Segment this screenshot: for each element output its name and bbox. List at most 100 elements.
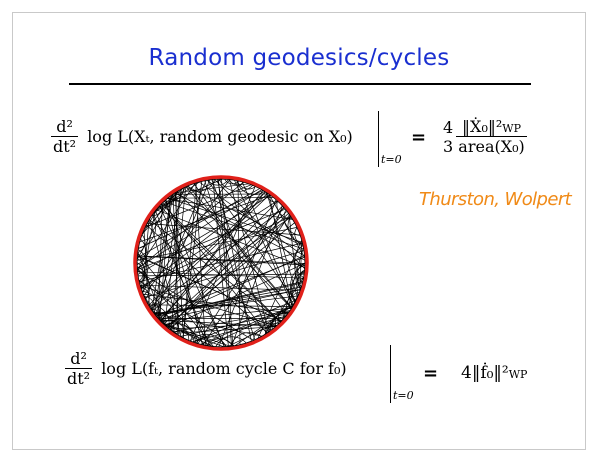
geodesic-chord [163, 201, 305, 250]
geodesic-chord [140, 200, 278, 290]
evaluation-point-2: t=0 [393, 389, 414, 402]
geodesic-chord [266, 192, 298, 298]
boundary-arc [174, 330, 195, 343]
boundary-arc [136, 266, 148, 293]
geodesic-chord [144, 250, 305, 298]
geodesic-chord [136, 181, 244, 270]
geodesic-chord [160, 190, 264, 322]
geodesic-chord [206, 306, 293, 347]
geodesic-chord [189, 186, 256, 342]
attribution-label: Thurston, Wolpert [419, 189, 572, 210]
title-underline [69, 83, 531, 85]
boundary-arc [224, 178, 240, 185]
geodesic-chord [137, 255, 282, 322]
boundary-arc [164, 187, 184, 202]
boundary-arc [173, 187, 185, 195]
geodesic-chord [144, 184, 252, 228]
geodesic-chord [139, 284, 301, 291]
boundary-arc [137, 249, 149, 284]
geodesic-chord [137, 253, 214, 347]
boundary-arc [283, 209, 301, 236]
geodesic-chord [211, 179, 268, 334]
equation-1-lhs: d² dt² log L(Xₜ, random geodesic on X₀) [51, 117, 353, 156]
boundary-arc [161, 320, 190, 341]
boundary-arc [228, 179, 245, 186]
geodesic-chord [198, 181, 306, 257]
slide-title: Random geodesics/cycles [148, 45, 450, 71]
boundary-arc [297, 272, 305, 290]
equation-2-expression: log L(fₜ, random cycle C for f₀) [101, 359, 347, 378]
boundary-arc [287, 216, 303, 244]
boundary-arc [145, 203, 163, 227]
geodesic-chord [140, 216, 292, 287]
slide: Random geodesics/cycles d² dt² log L(Xₜ,… [12, 12, 586, 450]
boundary-arc [265, 320, 282, 335]
equation-2-rhs: 4‖ḟ₀‖²WP [461, 363, 528, 383]
geodesic-chord [159, 205, 226, 348]
boundary-arc [276, 200, 293, 219]
boundary-arc [299, 270, 305, 284]
geodesic-chord [148, 192, 268, 306]
boundary-arc [237, 180, 256, 190]
boundary-arc [148, 304, 170, 329]
boundary-arc [207, 179, 229, 186]
evaluation-point-1: t=0 [381, 153, 402, 166]
geodesic-chord [138, 189, 264, 249]
boundary-arc [136, 238, 147, 266]
geodesic-chord [234, 179, 294, 307]
boundary-arc [136, 262, 144, 282]
boundary-arc [153, 312, 175, 333]
boundary-arc [230, 332, 262, 347]
boundary-arc [215, 336, 247, 347]
geodesic-chord [218, 178, 232, 347]
equation-2-lhs: d² dt² log L(fₜ, random cycle C for f₀) [65, 349, 347, 388]
boundary-arc [266, 324, 278, 334]
boundary-arc [290, 264, 306, 302]
boundary-arc [138, 214, 157, 249]
boundary-arc [143, 295, 156, 314]
boundary-arc [137, 234, 146, 254]
geodesic-chord [159, 205, 281, 323]
geodesic-chord [137, 189, 262, 269]
boundary-arc [206, 338, 234, 347]
geodesic-chord [226, 319, 283, 348]
geodesic-chord [148, 304, 293, 307]
geodesic-chord [151, 180, 207, 312]
geodesic-chord [192, 299, 297, 343]
geodesic-chord [165, 199, 203, 346]
boundary-arc [137, 269, 150, 300]
geodesic-chord [169, 216, 292, 330]
boundary-arc [283, 303, 295, 318]
equation-1-rhs: 4 3 ‖Ẋ₀‖²WP area(X₀) [443, 117, 527, 156]
geodesic-chord [172, 193, 180, 336]
geodesic-chord [148, 219, 282, 323]
geodesic-chord [221, 178, 234, 347]
geodesic-chord [162, 202, 268, 334]
geodesic-chord [149, 218, 182, 337]
boundary-arc [150, 308, 161, 321]
boundary-arc [275, 308, 292, 327]
boundary-arc [270, 313, 288, 331]
derivative-fraction: d² dt² [51, 117, 79, 156]
geodesic-chord [212, 179, 229, 347]
geodesic-chord [151, 195, 172, 311]
boundary-arc [266, 192, 279, 203]
boundary-arc [294, 227, 304, 246]
boundary-arc [296, 262, 306, 287]
disk-boundary-circle [133, 175, 309, 351]
evaluation-bar-1 [378, 111, 379, 167]
boundary-arc [292, 277, 304, 303]
equation-1-expression: log L(Xₜ, random geodesic on X₀) [87, 127, 353, 146]
geodesic-chord [165, 199, 225, 348]
boundary-arc [236, 180, 265, 195]
boundary-arc [271, 312, 289, 330]
equals-sign-2: = [423, 363, 439, 384]
geodesic-chord [157, 202, 163, 319]
geodesic-chord [169, 322, 280, 330]
boundary-arc [218, 178, 254, 192]
geodesic-chord [137, 255, 306, 266]
geodesic-chords [136, 178, 306, 348]
boundary-arc [267, 314, 287, 333]
geodesic-chord [150, 207, 285, 310]
geodesic-chord [155, 256, 305, 317]
